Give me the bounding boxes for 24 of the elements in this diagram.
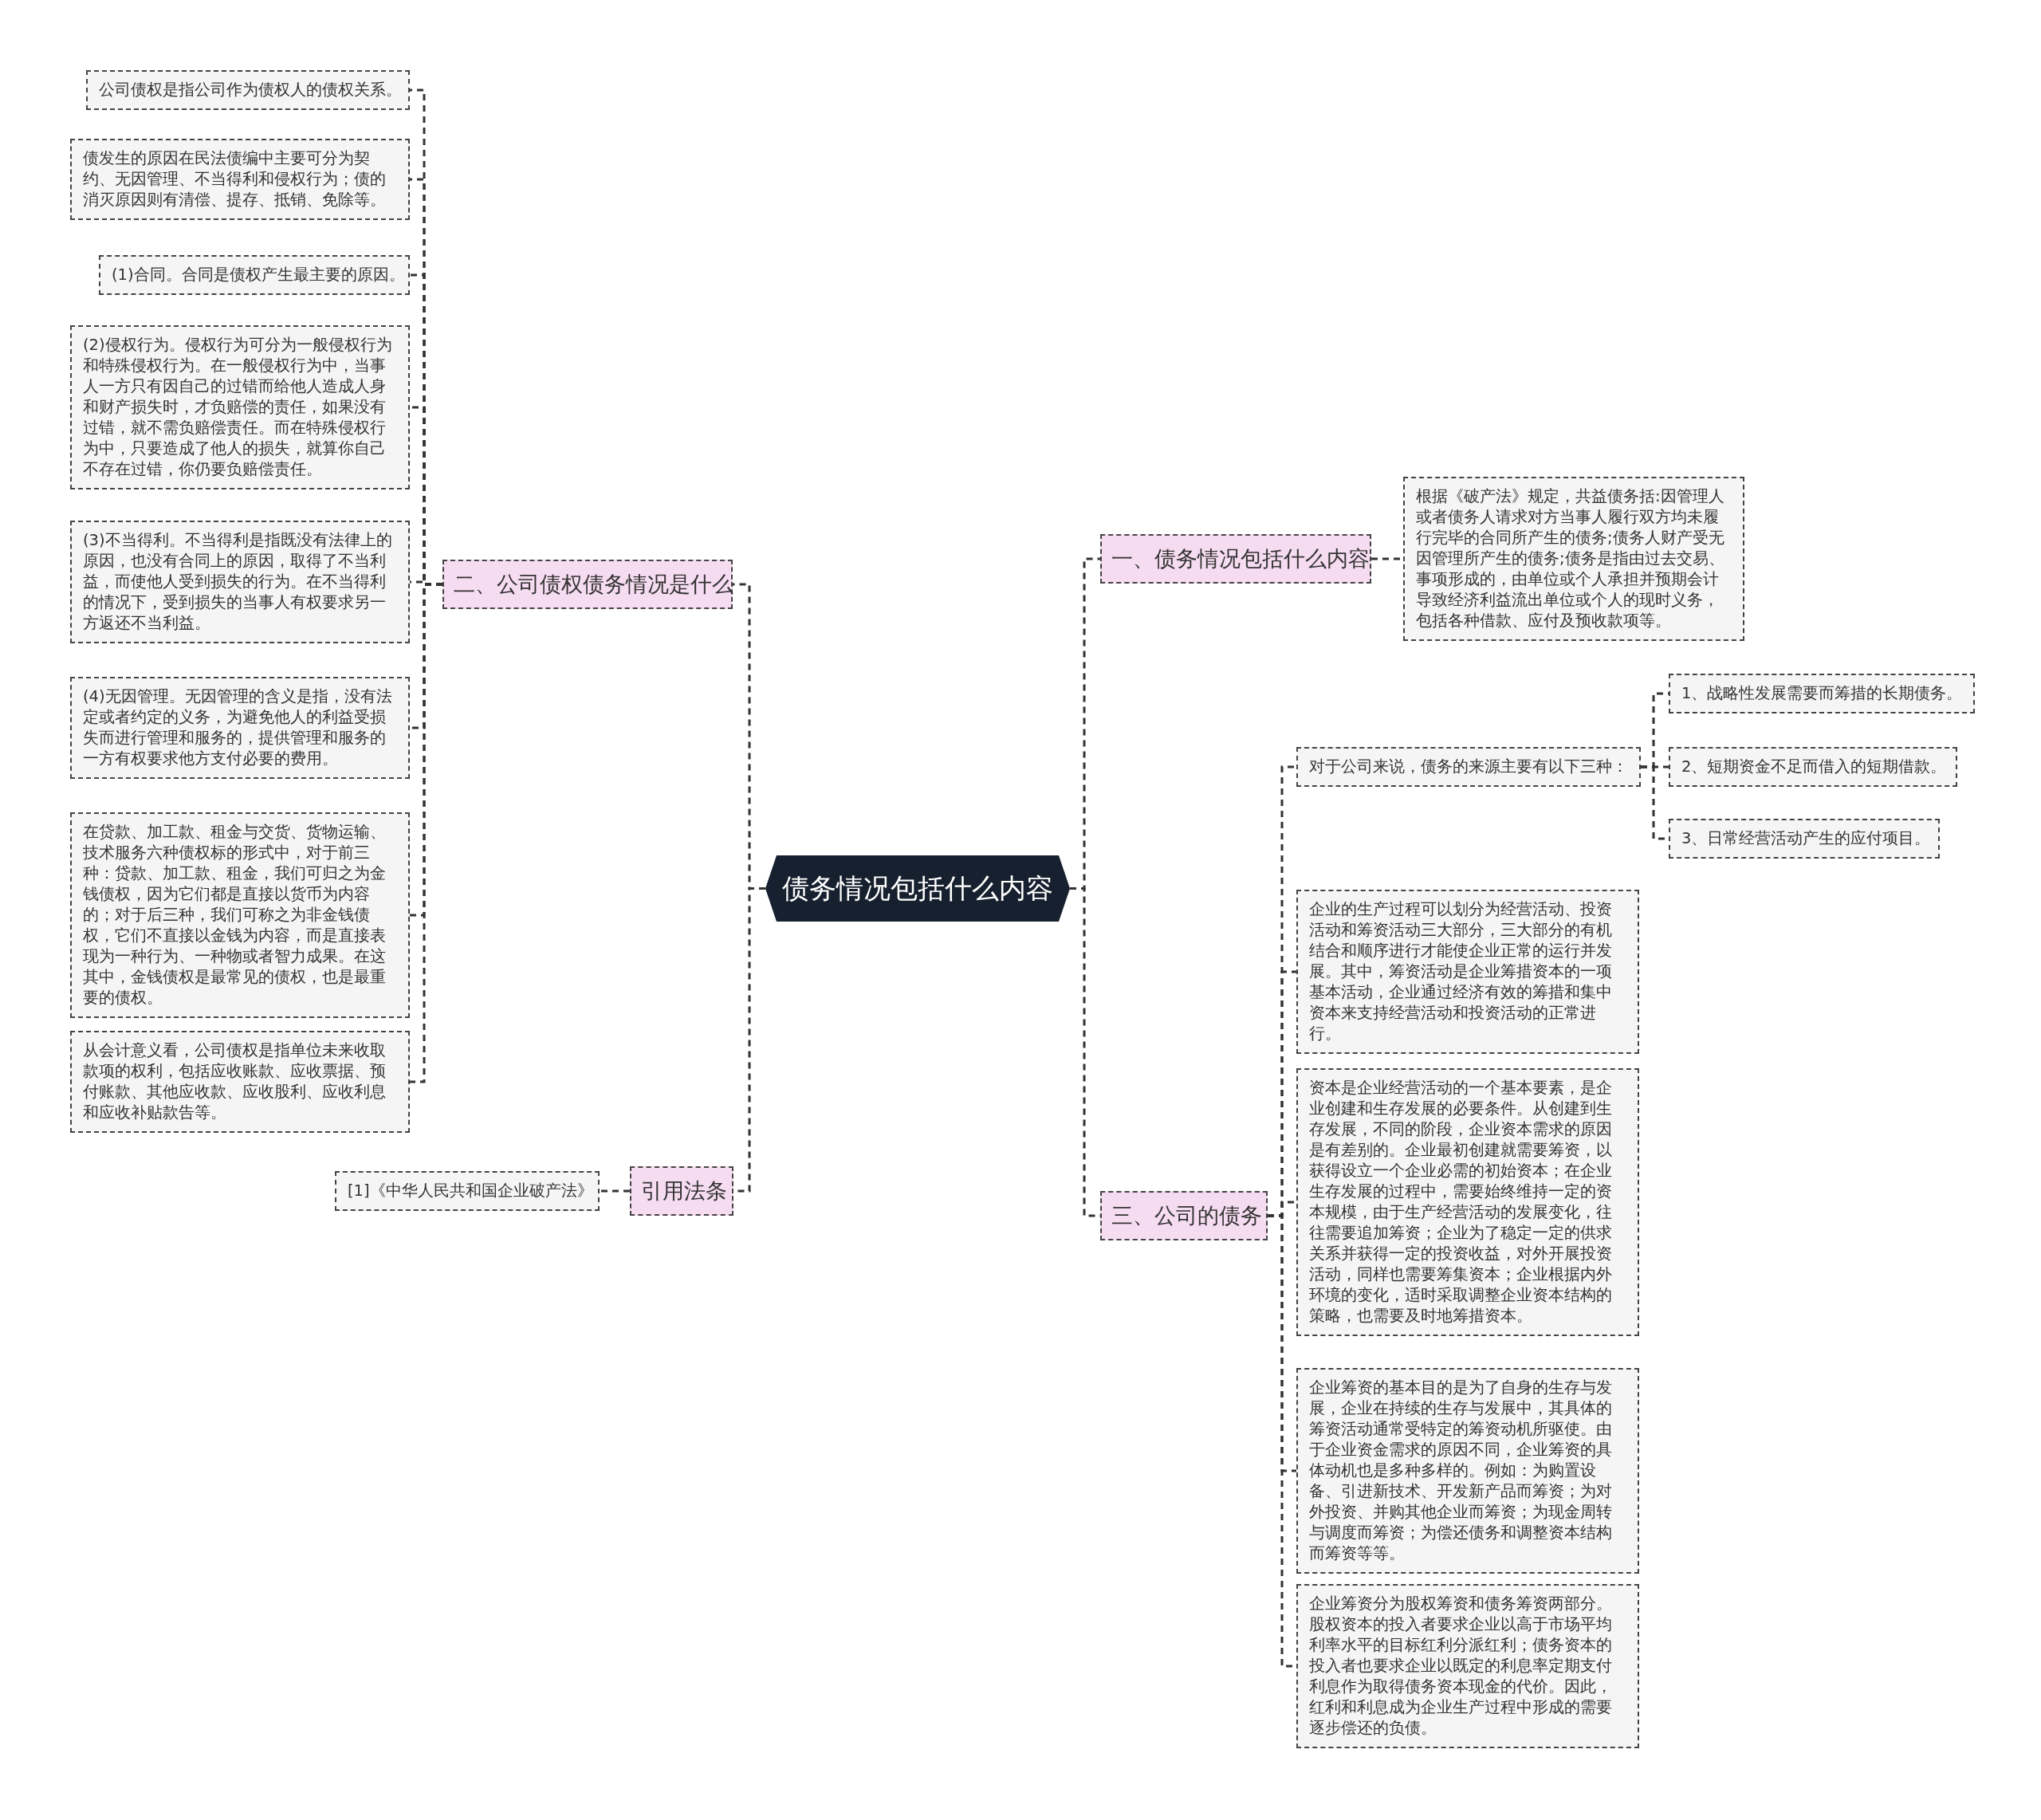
topic-box: 二、公司债权债务情况是什么 (442, 560, 733, 609)
text-box: 根据《破产法》规定，共益债务括:因管理人或者债务人请求对方当事人履行双方均未履行完毕的合同所产生的债务;债务人财产受无因管理所产生的债务;债务是指由过去交易、事项形成的，由单位或个人承担并预期会计导致经济利益流出单位或个人的现时义务，包括各种借款、应付及预收款项等。 (1403, 477, 1744, 641)
text-box: 从会计意义看，公司债权是指单位未来收取款项的权利，包括应收账款、应收票据、预付账款、其他应收款、应收股利、应收利息和应收补贴款告等。 (70, 1031, 410, 1133)
text-box: 3、日常经营活动产生的应付项目。 (1669, 819, 1940, 859)
connector-line (600, 1189, 630, 1193)
text-box: 2、短期资金不足而借入的短期借款。 (1669, 747, 1957, 787)
text-box: (4)无因管理。无因管理的含义是指，没有法定或者约定的义务，为避免他人的利益受损失而进行管理和服务的，提供管理和服务的一方有权要求他方支付必要的费用。 (70, 677, 410, 779)
text-box: 在贷款、加工款、租金与交货、货物运输、技术服务六种债权标的形式中，对于前三种：贷款、加工款、租金，我们可归之为金钱债权，因为它们都是直接以货币为内容的；对于后三种，我们可称之为非金钱债权，它们不直接以金钱为内容，而是直接表现为一种行为、一种物或者智力成果。在这其中，金钱债权是最常见的债权，也是最重要的债权。 (70, 812, 410, 1018)
text-box: 企业的生产过程可以划分为经营活动、投资活动和筹资活动三大部分，三大部分的有机结合和顺序进行才能使企业正常的运行并发展。其中，筹资活动是企业筹措资本的一项基本活动，企业通过经济有效的筹措和集中资本来支持经营活动和投资活动的正常进行。 (1296, 890, 1639, 1054)
text-box: 企业筹资的基本目的是为了自身的生存与发展，企业在持续的生存与发展中，其具体的筹资活动通常受特定的筹资动机所驱使。由于企业资金需求的原因不同，企业筹资的具体动机也是多种多样的。例如：为购置设备、引进新技术、开发新产品而筹资；为对外投资、并购其他企业而筹资；为现金周转与调度而筹资；为偿还债务和调整资本结构而筹资等等。 (1296, 1368, 1639, 1574)
central-topic: 债务情况包括什么内容 (765, 855, 1070, 922)
text-box: 对于公司来说，债务的来源主要有以下三种： (1296, 747, 1641, 787)
topic-box: 引用法条 (630, 1166, 733, 1216)
topic-box: 三、公司的债务 (1100, 1191, 1268, 1240)
text-box: 1、战略性发展需要而筹措的长期债务。 (1669, 674, 1975, 713)
text-box: [1]《中华人民共和国企业破产法》 (335, 1171, 600, 1211)
text-box: (1)合同。合同是债权产生最主要的原因。 (99, 255, 410, 295)
text-box: 债发生的原因在民法债编中主要可分为契约、无因管理、不当得利和侵权行为；债的消灭原因则有清偿、提存、抵销、免除等。 (70, 139, 410, 220)
text-box: (3)不当得利。不当得利是指既没有法律上的原因，也没有合同上的原因，取得了不当利益，而使他人受到损失的行为。在不当得利的情况下，受到损失的当事人有权要求另一方返还不当利益。 (70, 521, 410, 643)
text-box: 公司债权是指公司作为债权人的债权关系。 (86, 70, 410, 110)
text-box: 企业筹资分为股权筹资和债务筹资两部分。股权资本的投入者要求企业以高于市场平均利率水平的目标红利分派红利；债务资本的投入者也要求企业以既定的利息率定期支付利息作为取得债务资本现金的代价。因此，红利和利息成为企业生产过程中形成的需要逐步偿还的负债。 (1296, 1584, 1639, 1748)
text-box: (2)侵权行为。侵权行为可分为一般侵权行为和特殊侵权行为。在一般侵权行为中，当事人一方只有因自己的过错而给他人造成人身和财产损失时，才负赔偿的责任，如果没有过错，就不需负赔偿责任。而在特殊侵权行为中，只要造成了他人的损失，就算你自己不存在过错，你仍要负赔偿责任。 (70, 325, 410, 489)
topic-box: 一、债务情况包括什么内容 (1100, 534, 1371, 584)
text-box: 资本是企业经营活动的一个基本要素，是企业创建和生存发展的必要条件。从创建到生存发展，不同的阶段，企业资本需求的原因是有差别的。企业最初创建就需要筹资，以获得设立一个企业必需的初始资本；在企业生存发展的过程中，需要始终维持一定的资本规模，由于生产经营活动的发展变化，往往需要追加筹资；企业为了稳定一定的供求关系并获得一定的投资收益，对外开展投资活动，同样也需要筹集资本；企业根据内外环境的变化，适时采取调整企业资本结构的策略，也需要及时地筹措资本。 (1296, 1068, 1639, 1336)
